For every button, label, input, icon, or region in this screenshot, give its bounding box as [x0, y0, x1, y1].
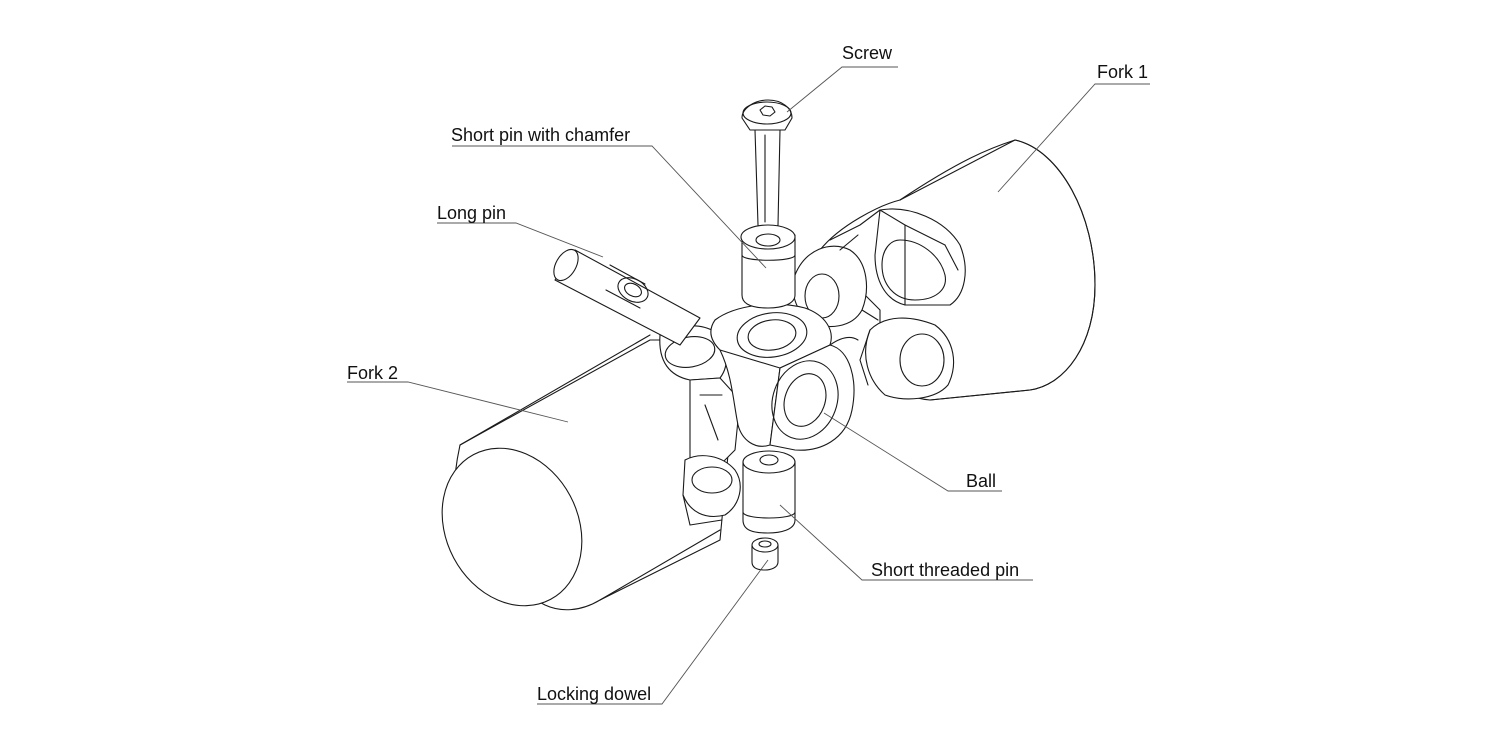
leader-lines	[347, 66, 1150, 705]
label-short-pin-with-chamfer: Short pin with chamfer	[451, 125, 631, 145]
label-fork-1: Fork 1	[1097, 62, 1149, 82]
screw-part	[741, 99, 793, 231]
label-long-pin: Long pin	[437, 203, 507, 223]
label-short-threaded-pin: Short threaded pin	[871, 560, 1020, 580]
fork-2-part	[441, 325, 741, 611]
label-screw: Screw	[842, 43, 893, 63]
short-threaded-pin-part	[742, 450, 796, 534]
locking-dowel-part	[751, 537, 779, 571]
ball-part	[710, 303, 859, 451]
label-fork-2: Fork 2	[347, 363, 399, 383]
label-locking-dowel: Locking dowel	[537, 684, 652, 704]
fork-1-part	[792, 139, 1096, 401]
leader-fork-2	[347, 381, 569, 423]
leader-short-threaded-pin	[779, 504, 1033, 581]
long-pin-part	[553, 248, 701, 346]
leader-ball	[823, 412, 1002, 492]
label-ball: Ball	[966, 471, 997, 491]
leader-screw	[786, 66, 898, 113]
leader-locking-dowel	[537, 559, 769, 705]
leader-long-pin	[437, 222, 604, 258]
leader-short-pin-with-chamfer	[452, 145, 767, 269]
short-pin-with-chamfer-part	[740, 224, 796, 309]
leader-fork-1	[997, 83, 1150, 193]
